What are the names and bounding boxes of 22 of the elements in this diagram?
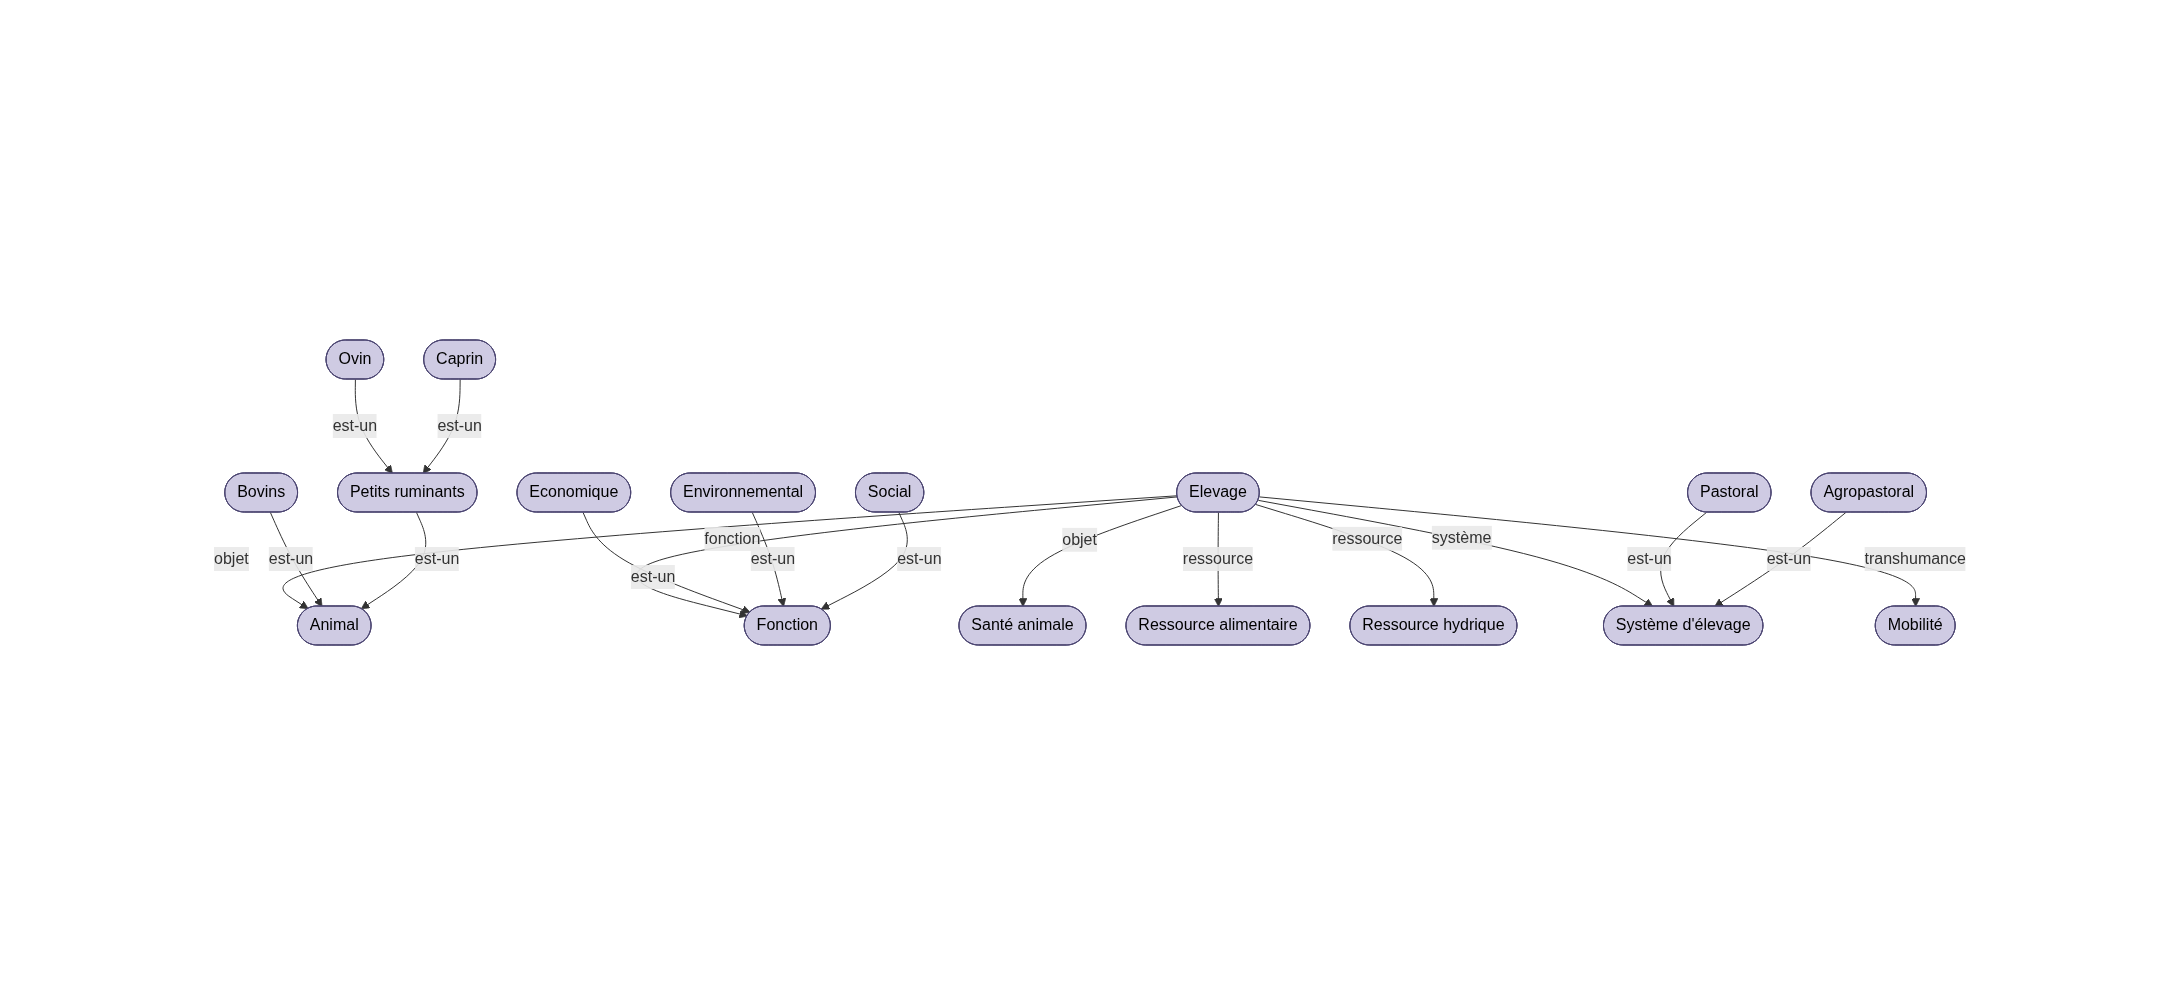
edge-label: objet [1061,530,1097,548]
edge-label: système [1431,528,1491,546]
edge-label: est-un [436,416,482,434]
edge-label: est-un [332,416,377,434]
edge-label: ressource [1182,549,1253,567]
edge-label: est-un [1626,549,1672,567]
edge-label: est-un [750,549,795,567]
edge-label: est-un [268,549,313,567]
edge-label: ressource [1331,529,1403,547]
edge-label: objet [213,549,249,567]
edge-label: est-un [414,549,459,567]
edge-label: est-un [630,567,675,585]
arrow [820,511,908,610]
arrow [1018,504,1182,607]
arrow [1257,499,1653,607]
arrow [582,511,751,614]
edge-label: est-un [1766,549,1811,567]
edge-label: est-un [896,549,942,567]
arrow [1713,511,1846,607]
edge-label: transhumance [1864,549,1966,567]
edge-label: fonction [703,529,760,547]
arrow [1254,503,1438,607]
